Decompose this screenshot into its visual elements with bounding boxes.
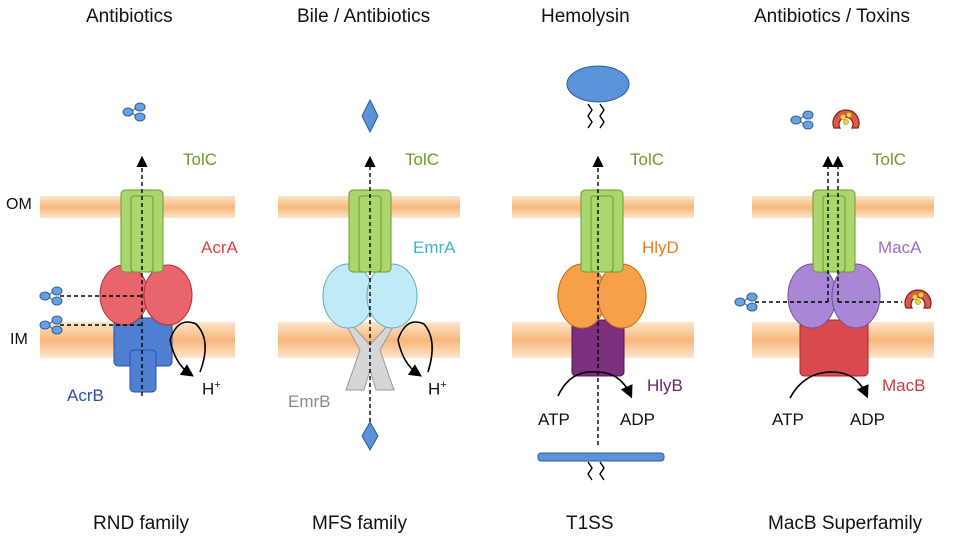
- mfs-substrate-title: Bile / Antibiotics: [297, 6, 431, 27]
- maca-adaptor: [787, 263, 837, 329]
- maca-label: MacA: [878, 238, 922, 257]
- rnd-family-label: RND family: [93, 513, 190, 534]
- outer-membrane-bands: [40, 196, 934, 218]
- rnd-substrate-title: Antibiotics: [86, 6, 173, 27]
- proton-label: H+: [428, 379, 447, 399]
- macb-transporter: [799, 319, 869, 377]
- diamond-substrate-icon: [361, 98, 379, 134]
- macb-pump: [734, 109, 932, 399]
- adp-label: ADP: [620, 410, 655, 429]
- acrb-label: AcrB: [67, 386, 104, 405]
- emra-adaptor: [322, 263, 374, 329]
- atp-label: ATP: [772, 410, 804, 429]
- emra-label: EmrA: [413, 238, 456, 257]
- tolc-label: TolC: [183, 150, 218, 169]
- drug-cluster-icon: [734, 292, 758, 312]
- tolc-channel: [812, 189, 856, 273]
- drug-cluster-icon: [122, 102, 146, 122]
- t1ss-pump: [537, 65, 665, 481]
- t1ss-family-label: T1SS: [566, 513, 614, 534]
- mfs-family-label: MFS family: [312, 513, 407, 534]
- emrb-label: EmrB: [288, 392, 331, 411]
- drug-cluster-icon: [39, 286, 63, 306]
- toxin-icon: [832, 109, 860, 129]
- rnd-pump: [39, 102, 206, 396]
- hlyd-label: HlyD: [642, 238, 679, 257]
- tolc-label: TolC: [405, 150, 440, 169]
- atp-label: ATP: [538, 410, 570, 429]
- tolc-label: TolC: [630, 150, 665, 169]
- membrane-anchor-icon: [537, 452, 665, 462]
- tolc-channel: [580, 189, 624, 273]
- macb-family-label: MacB Superfamily: [768, 513, 923, 534]
- adp-label: ADP: [850, 410, 885, 429]
- proton-label: H+: [202, 379, 221, 399]
- t1ss-substrate-title: Hemolysin: [541, 6, 630, 27]
- diamond-substrate-icon: [361, 420, 379, 452]
- outer-membrane-label: OM: [6, 196, 32, 213]
- macb-substrate-title: Antibiotics / Toxins: [754, 6, 910, 27]
- tolc-label: TolC: [872, 150, 907, 169]
- acra-adaptor: [99, 264, 149, 326]
- hlyb-label: HlyB: [647, 376, 683, 395]
- hemolysin-icon: [566, 65, 630, 103]
- toxin-icon: [904, 289, 932, 309]
- acra-label: AcrA: [201, 238, 238, 257]
- mfs-pump: [322, 98, 433, 452]
- drug-cluster-icon: [790, 110, 814, 130]
- inner-membrane-label: IM: [10, 331, 28, 348]
- macb-label: MacB: [882, 376, 926, 395]
